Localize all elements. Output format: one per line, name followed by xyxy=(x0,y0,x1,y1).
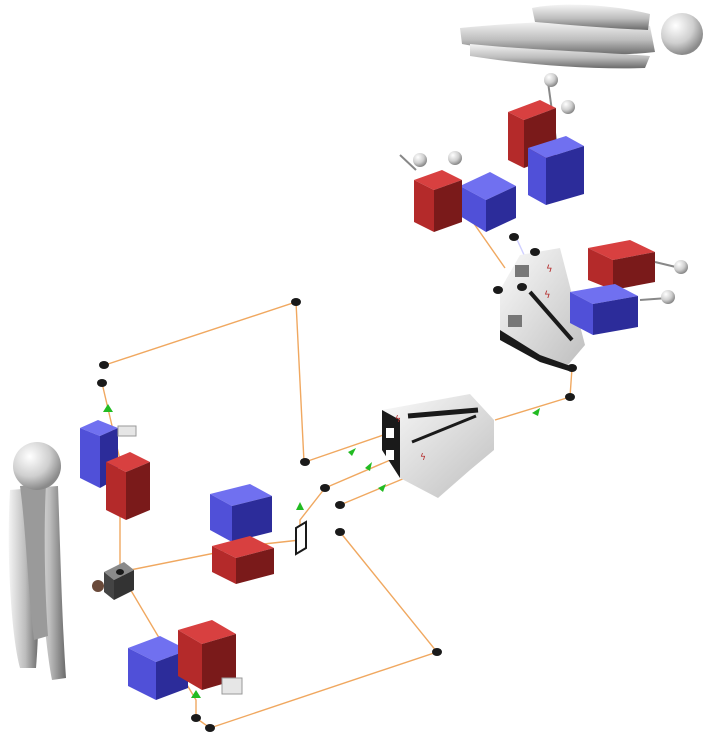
light-source xyxy=(92,562,134,600)
module-group-left xyxy=(80,420,150,520)
central-hub: ϟ ϟ xyxy=(382,394,494,498)
fiber-connector xyxy=(565,393,575,401)
signal-arrow xyxy=(103,404,113,412)
mannequin-head xyxy=(13,442,61,490)
svg-text:ϟ: ϟ xyxy=(546,264,553,275)
signal-arrows xyxy=(103,404,540,698)
fiber-connector xyxy=(191,714,201,722)
signal-arrow xyxy=(348,448,356,456)
fiber-center-b xyxy=(324,457,396,489)
module-group-upper-left xyxy=(399,151,516,232)
signal-arrow xyxy=(296,502,304,510)
fiber-connector xyxy=(335,528,345,536)
fiber-connector xyxy=(517,283,527,291)
fiber-connector xyxy=(493,286,503,294)
fiber-connector xyxy=(567,364,577,372)
fiber-connector xyxy=(97,379,107,387)
module-group-middle xyxy=(210,484,307,584)
upper-hub: ϟ ϟ xyxy=(500,248,585,372)
lamp-icon xyxy=(92,580,104,592)
fiber-loop-top xyxy=(104,301,305,463)
fiber-center-a xyxy=(304,431,393,463)
signal-arrow xyxy=(365,462,372,471)
fiber-connector xyxy=(530,248,540,256)
lens-icon xyxy=(544,73,558,87)
fiber-connector xyxy=(291,298,301,306)
module-group-right xyxy=(570,240,688,335)
fiber-connector xyxy=(300,458,310,466)
fiber-connector xyxy=(99,361,109,369)
module-group-lower xyxy=(128,620,243,700)
svg-text:ϟ: ϟ xyxy=(544,290,551,301)
connectors xyxy=(97,233,577,732)
module-group-top xyxy=(508,73,584,205)
fiber-connector xyxy=(509,233,519,241)
lying-mannequin xyxy=(460,4,703,69)
mannequin-head xyxy=(661,13,703,55)
svg-text:ϟ: ϟ xyxy=(420,453,426,463)
fiber-lower-left xyxy=(119,571,197,718)
lens-icon xyxy=(413,153,427,167)
fiber-center-c xyxy=(339,477,406,506)
signal-arrow xyxy=(378,484,386,492)
signal-arrow xyxy=(191,690,201,698)
fiber-connector xyxy=(116,569,124,575)
standing-mannequin xyxy=(8,442,66,680)
lens-icon xyxy=(561,100,575,114)
lens-icon xyxy=(661,290,675,304)
signal-arrow xyxy=(532,408,540,416)
fiber-loop-bottom xyxy=(195,531,439,729)
fiber-connector xyxy=(320,484,330,492)
fiber-connector xyxy=(335,501,345,509)
fiber-connector xyxy=(205,724,215,732)
svg-text:ϟ: ϟ xyxy=(395,415,401,425)
lens-icon xyxy=(448,151,462,165)
lens-icon xyxy=(674,260,688,274)
fiber-connector xyxy=(432,648,442,656)
